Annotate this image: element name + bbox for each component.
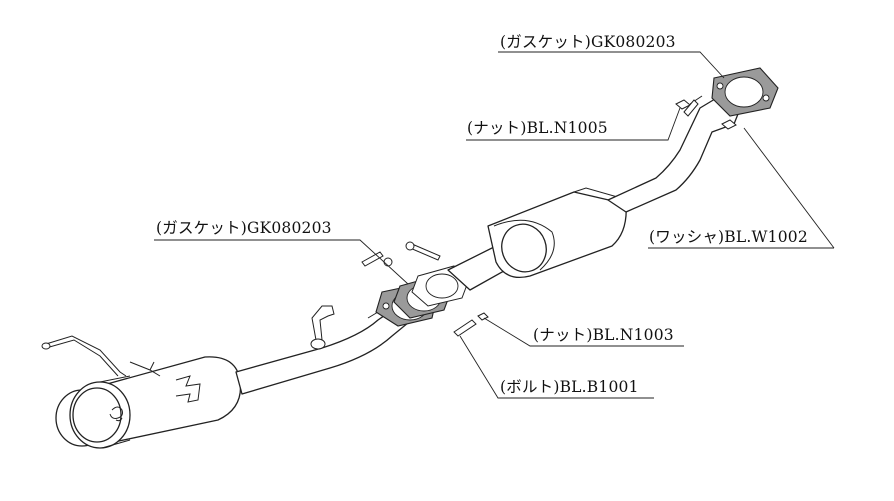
tip-logo — [109, 406, 123, 422]
callout-nut-mid: (ナット)BL.N1003 — [533, 326, 674, 344]
callout-bolt: (ボルト)BL.B1001 — [500, 378, 639, 396]
callout-gasket-mid: (ガスケット)GK080203 — [156, 219, 332, 237]
rear-muffler — [41, 335, 242, 449]
leader-lines — [154, 51, 835, 399]
callout-washer: (ワッシャ)BL.W1002 — [649, 228, 808, 246]
callout-nut-top: (ナット)BL.N1005 — [467, 119, 608, 137]
callout-gasket-top: (ガスケット)GK080203 — [500, 33, 676, 51]
top-flange — [675, 67, 779, 130]
center-muffler — [447, 95, 743, 291]
mid-pipe — [235, 305, 415, 395]
mid-flange-joint — [361, 241, 489, 337]
